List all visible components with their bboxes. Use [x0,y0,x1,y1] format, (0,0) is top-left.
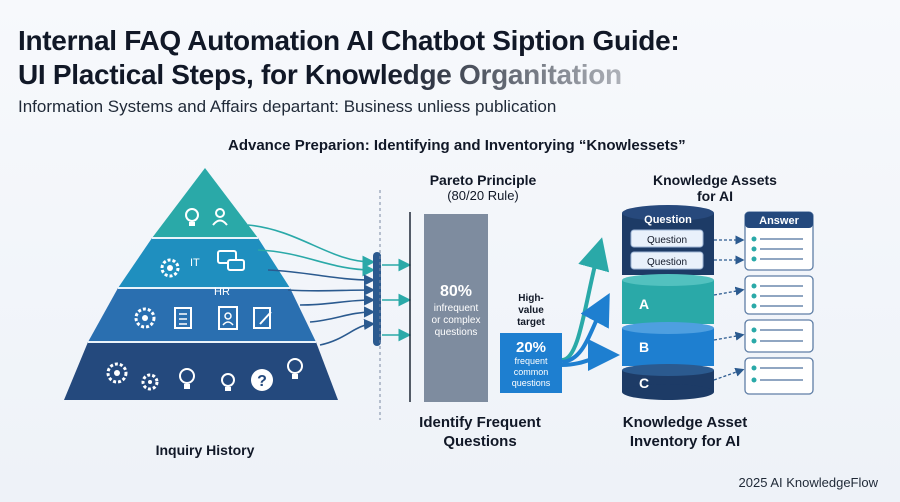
pareto-small-desc-3: questions [512,378,551,388]
assets-label-line-2: Inventory for AI [629,433,741,450]
footer-credit: 2025 AI KnowledgeFlow [738,475,878,490]
title-line-1: Internal FAQ Automation AI Chatbot Sipti… [18,25,680,56]
svg-text:A: A [639,296,649,312]
pareto-big-desc-3: questions [435,327,478,338]
stack-header: Question [644,214,692,226]
pareto-big-desc-2: or complex [432,315,481,326]
collector-out-lines [382,258,412,342]
gear-icon [160,258,180,278]
inquiry-flow-lines [247,224,376,346]
inquiry-collector-bar [373,252,381,346]
answer-connectors [713,235,745,381]
answer-header: Answer [759,215,799,227]
question-icon: ? [251,369,273,391]
pareto-small-desc-1: frequent [514,356,548,366]
lightbulb-icon [185,208,199,226]
pyramid-tag-it: IT [190,257,200,269]
svg-text:?: ? [257,373,267,390]
gear-icon [141,373,159,391]
callout-line-1: High- [518,293,544,304]
document-icon [174,307,192,329]
callout-line-2: value [518,305,544,316]
answer-card [744,357,814,395]
segment-a [622,280,714,324]
lightbulb-icon [179,368,195,389]
svg-text:C: C [639,375,649,391]
pareto-small-pct: 20% [516,339,546,356]
target-flow-arrows [561,237,620,372]
pareto-label-line-1: Identify Frequent [419,414,541,431]
user-icon [212,208,228,226]
title-line-2: UI Plactical Steps, for Knowledge Organi… [18,58,679,92]
page-subtitle: Information Systems and Affairs departan… [18,97,557,116]
question-box-2 [630,251,704,270]
pareto-chart: 80% infrequent or complex questions 20% … [409,212,562,402]
answer-card [744,319,814,353]
pareto-big-pct: 80% [440,283,472,300]
assets-label-line-1: Knowledge Asset [622,414,748,431]
pareto-label-line-2: Questions [443,433,517,450]
pyramid-tier-3 [88,288,316,342]
pyramid-label: Inquiry History [155,442,255,458]
pyramid-tier-1 [152,168,258,238]
pareto-small-desc-2: common [514,367,549,377]
gear-icon [134,307,156,329]
pareto-subtitle: (80/20 Rule) [447,188,519,203]
segment-b [622,328,714,366]
knowledge-stack: Question Question Question A B C [622,205,714,400]
assets-title-line-2: for AI [696,188,734,204]
pyramid-tier-4 [64,342,338,400]
svg-text:Question: Question [647,235,687,246]
lightbulb-icon [221,373,235,391]
callout-line-3: target [517,317,545,328]
pareto-bar-80 [424,214,488,402]
chat-bubbles-icon [217,250,245,271]
page-title: Internal FAQ Automation AI Chatbot Sipti… [18,24,680,92]
pyramid-tag-hr: HR [214,286,230,298]
inquiry-pyramid: IT HR [64,168,338,400]
svg-text:Question: Question [647,257,687,268]
pareto-bar-20 [500,333,562,393]
pareto-big-desc-1: infrequent [434,303,479,314]
svg-text:B: B [639,339,649,355]
gear-icon [106,362,128,384]
pareto-title: Pareto Principle [429,172,537,188]
question-box-1 [630,229,704,248]
lightbulb-icon [287,358,303,379]
clipboard-user-icon [218,306,238,330]
section-title: Advance Preparion: Identifying and Inven… [228,137,686,154]
answer-list: Answer [744,211,814,395]
edit-document-icon [253,307,272,329]
pyramid-tier-2 [118,238,290,288]
assets-title-line-1: Knowledge Assets [653,172,777,188]
